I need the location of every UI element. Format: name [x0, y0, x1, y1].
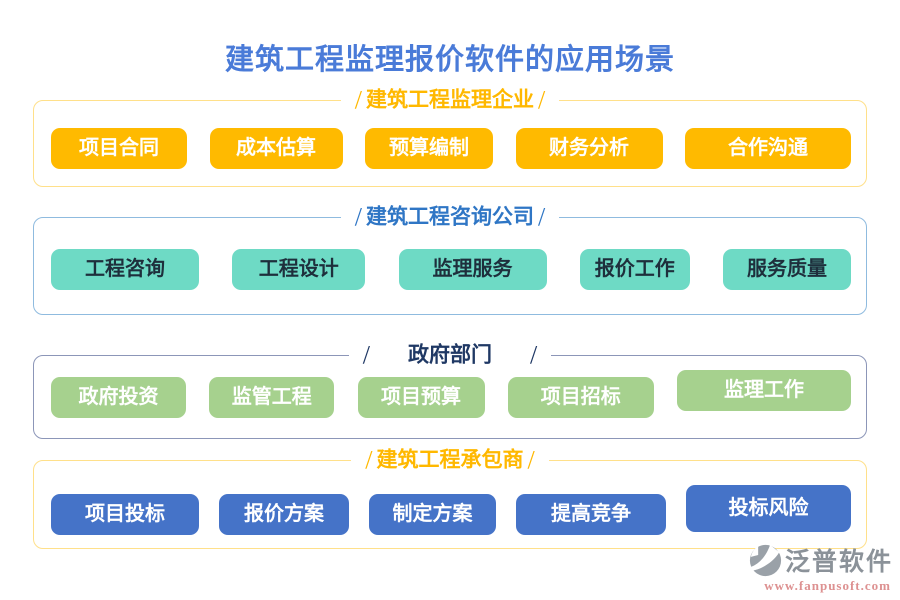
footer-logo: 泛普软件 www.fanpusoft.com: [749, 542, 893, 594]
slash-icon: /: [365, 445, 373, 475]
section-header: / 政府部门 /: [348, 340, 552, 371]
section-header-label: 建筑工程承包商: [376, 447, 524, 472]
chip-service-quality: 服务质量: [723, 249, 851, 290]
section-government-department: / 政府部门 / 政府投资 监管工程 项目预算 项目招标 监理工作: [33, 341, 867, 439]
chip-project-budget: 项目预算: [357, 377, 485, 418]
chip-supervision-work: 监理工作: [677, 370, 851, 411]
chip-engineering-consulting: 工程咨询: [51, 249, 199, 290]
section-header: /建筑工程承包商/: [351, 445, 549, 476]
section-header-row: /建筑工程监理企业/: [34, 85, 866, 116]
section-supervision-enterprise: /建筑工程监理企业/ 项目合同 成本估算 预算编制 财务分析 合作沟通: [33, 86, 867, 187]
chip-row: 项目投标 报价方案 制定方案 提高竞争 投标风险: [51, 485, 851, 538]
chip-project-contract: 项目合同: [51, 128, 187, 169]
section-header: /建筑工程监理企业/: [340, 85, 560, 116]
slash-icon: /: [354, 85, 362, 115]
logo-text: 泛普软件: [784, 549, 893, 576]
chip-project-bidding-invite: 项目招标: [507, 377, 654, 418]
slash-icon: /: [354, 202, 362, 232]
section-header-label: 建筑工程咨询公司: [366, 204, 534, 229]
chip-bidding-risk: 投标风险: [686, 485, 851, 532]
chip-government-investment: 政府投资: [51, 377, 186, 418]
section-header-label: 建筑工程监理企业: [366, 87, 534, 112]
section-header: /建筑工程咨询公司/: [340, 202, 560, 233]
chip-quotation-plan: 报价方案: [219, 494, 349, 535]
chip-engineering-design: 工程设计: [232, 249, 366, 290]
slash-icon: /: [362, 340, 370, 370]
section-header-label: 政府部门: [408, 342, 492, 367]
chip-budget-preparation: 预算编制: [365, 128, 493, 169]
chip-row: 政府投资 监管工程 项目预算 项目招标 监理工作: [51, 370, 851, 418]
slash-icon: /: [527, 445, 535, 475]
fanpu-logo-icon: [749, 544, 782, 577]
logo-line: 泛普软件: [749, 542, 893, 578]
chip-improve-competition: 提高竞争: [516, 494, 666, 535]
chip-project-bid: 项目投标: [51, 494, 199, 535]
slash-icon: /: [538, 202, 546, 232]
chip-project-regulation: 监管工程: [209, 377, 335, 418]
page-title: 建筑工程监理报价软件的应用场景: [224, 44, 675, 76]
section-header-row: /建筑工程咨询公司/: [34, 202, 866, 233]
chip-cost-estimate: 成本估算: [209, 128, 343, 169]
chip-row: 工程咨询 工程设计 监理服务 报价工作 服务质量: [51, 249, 851, 290]
chip-make-plan: 制定方案: [369, 494, 496, 535]
slash-icon: /: [530, 340, 538, 370]
section-header-row: /建筑工程承包商/: [34, 445, 866, 476]
website-url: www.fanpusoft.com: [764, 578, 891, 593]
chip-quotation-work: 报价工作: [579, 249, 690, 290]
chip-row: 项目合同 成本估算 预算编制 财务分析 合作沟通: [51, 128, 851, 169]
section-header-row: / 政府部门 /: [34, 340, 866, 371]
chip-cooperation-communication: 合作沟通: [685, 128, 851, 169]
section-consulting-company: /建筑工程咨询公司/ 工程咨询 工程设计 监理服务 报价工作 服务质量: [33, 203, 867, 315]
section-contractor: /建筑工程承包商/ 项目投标 报价方案 制定方案 提高竞争 投标风险: [33, 446, 867, 549]
chip-financial-analysis: 财务分析: [515, 128, 663, 169]
chip-supervision-service: 监理服务: [398, 249, 547, 290]
slash-icon: /: [538, 85, 546, 115]
